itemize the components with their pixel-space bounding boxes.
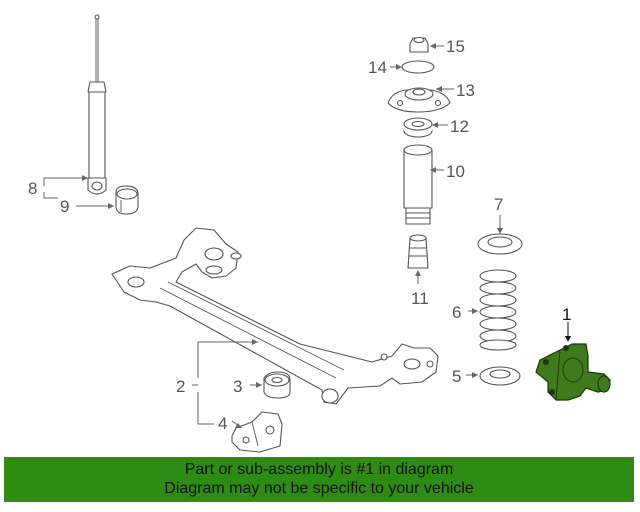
spindle-knuckle-highlighted[interactable] bbox=[535, 343, 611, 401]
callout-8[interactable]: 8 bbox=[28, 179, 37, 198]
rear-axle-beam bbox=[111, 227, 439, 405]
bump-stop bbox=[407, 234, 429, 269]
shock-absorber bbox=[87, 14, 107, 195]
o-ring bbox=[401, 60, 435, 74]
coil-spring bbox=[479, 269, 517, 351]
highlight-notice-banner: Part or sub-assembly is #1 in diagram Di… bbox=[4, 457, 634, 502]
callout-1[interactable]: 1 bbox=[562, 305, 571, 324]
shock-bushing bbox=[115, 185, 139, 215]
callout-6[interactable]: 6 bbox=[452, 303, 461, 322]
callout-2[interactable]: 2 bbox=[176, 377, 185, 396]
shock-body bbox=[88, 91, 106, 179]
mount-nut bbox=[409, 36, 429, 53]
callout-15[interactable]: 15 bbox=[446, 37, 465, 56]
callout-12[interactable]: 12 bbox=[450, 117, 469, 136]
callout-3[interactable]: 3 bbox=[233, 377, 242, 396]
callout-5[interactable]: 5 bbox=[452, 367, 461, 386]
banner-line-2: Diagram may not be specific to your vehi… bbox=[164, 480, 474, 497]
strut-mount bbox=[387, 87, 451, 113]
dust-boot bbox=[403, 144, 433, 225]
banner-line-1: Part or sub-assembly is #1 in diagram bbox=[184, 461, 454, 478]
callout-11[interactable]: 11 bbox=[411, 289, 429, 308]
mounting-bracket bbox=[231, 411, 283, 453]
upper-spring-seat bbox=[477, 233, 523, 255]
parts-diagram: 8 9 15 14 13 12 10 bbox=[28, 14, 611, 453]
callout-13[interactable]: 13 bbox=[456, 81, 475, 100]
callout-14[interactable]: 14 bbox=[368, 58, 387, 77]
callout-9[interactable]: 9 bbox=[60, 197, 69, 216]
callout-10[interactable]: 10 bbox=[446, 162, 465, 181]
lower-spring-seat bbox=[479, 366, 521, 386]
callout-7[interactable]: 7 bbox=[494, 195, 503, 214]
bearing-washer bbox=[403, 117, 433, 138]
callout-4[interactable]: 4 bbox=[218, 414, 227, 433]
axle-bushing bbox=[263, 371, 291, 399]
